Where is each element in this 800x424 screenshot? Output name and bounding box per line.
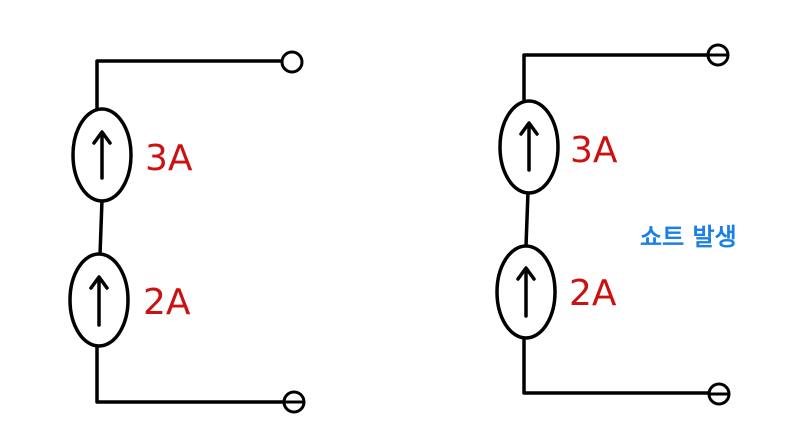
short-circuit-annotation: 쇼트 발생 xyxy=(640,223,737,251)
right-lower-source-label: 2A xyxy=(569,273,617,314)
left-top-terminal xyxy=(280,50,304,74)
right-circuit: 3A 2A 쇼트 발생 xyxy=(495,43,737,406)
left-top-wire xyxy=(95,59,284,112)
right-top-wire xyxy=(522,53,710,104)
left-middle-wire xyxy=(98,198,104,257)
left-upper-source-label: 3A xyxy=(145,138,193,179)
right-lower-arrowhead-icon xyxy=(516,266,536,281)
right-bottom-wire xyxy=(522,334,711,395)
left-lower-arrowhead-icon xyxy=(89,275,109,290)
left-lower-source-label: 2A xyxy=(143,282,191,323)
right-upper-source-label: 3A xyxy=(570,130,618,171)
right-upper-arrowhead-icon xyxy=(519,121,539,136)
left-upper-arrowhead-icon xyxy=(92,130,112,145)
right-middle-wire xyxy=(524,190,530,248)
left-circuit: 3A 2A xyxy=(68,50,306,414)
left-bottom-wire xyxy=(95,343,286,404)
